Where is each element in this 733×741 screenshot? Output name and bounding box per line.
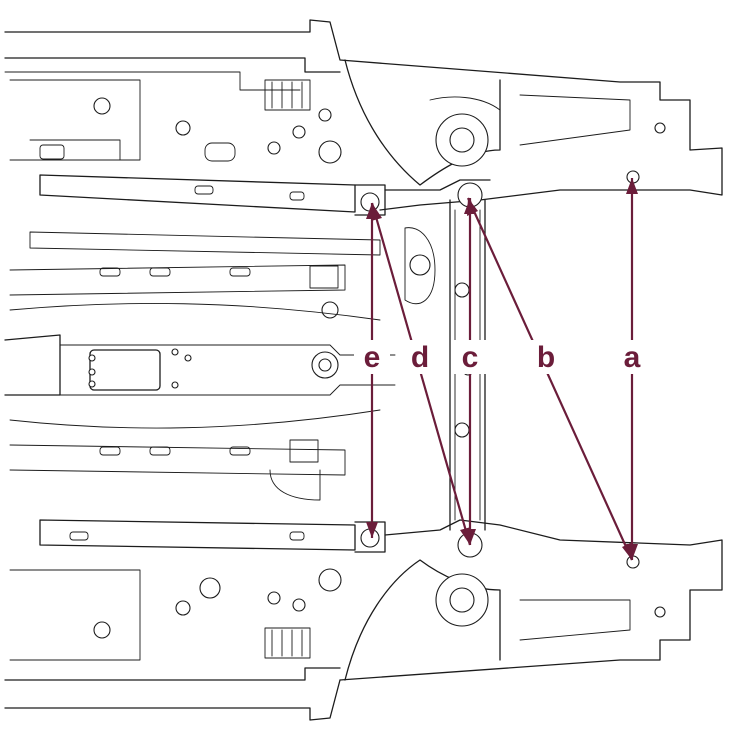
dimension-line-b	[466, 197, 634, 561]
arrowhead-d-bottom	[460, 527, 471, 545]
label-a: a	[624, 341, 641, 374]
arrowhead-e-top	[366, 203, 378, 219]
arrowhead-a-top	[626, 178, 638, 194]
label-d: d	[411, 341, 429, 374]
label-e: e	[364, 341, 381, 374]
label-b: b	[537, 341, 555, 374]
arrowhead-c-top	[464, 198, 476, 214]
arrowhead-e-bottom	[366, 522, 378, 538]
label-c: c	[462, 341, 479, 374]
underbody-top-structure	[4, 19, 723, 319]
dimension-lines: e d c b a	[354, 178, 650, 561]
underbody-bottom-structure	[4, 439, 723, 721]
arrowhead-b-bottom	[622, 542, 633, 560]
